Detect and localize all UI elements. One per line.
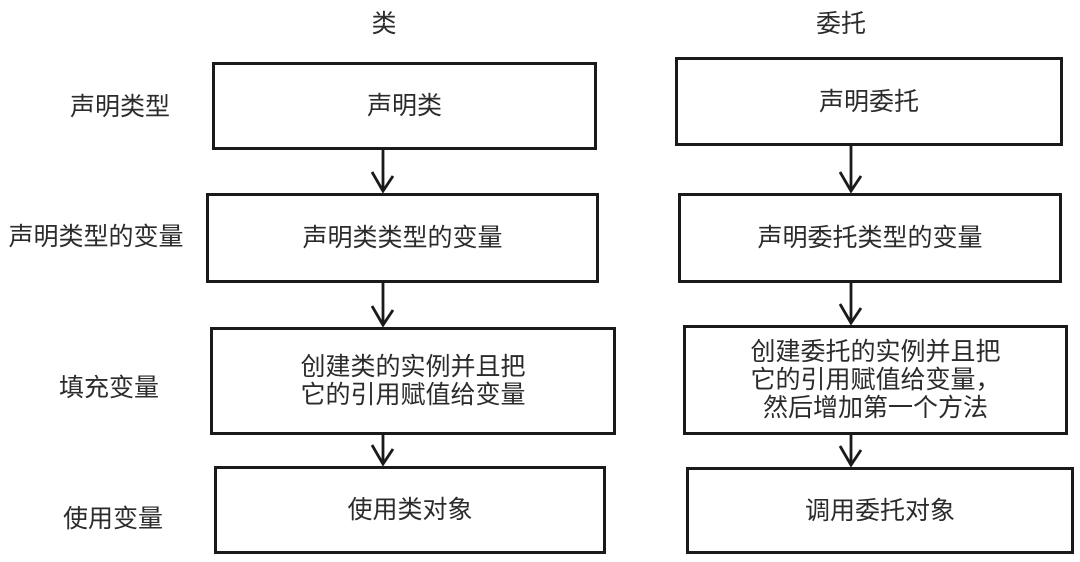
row-label-fill-variable: 填充变量	[58, 374, 160, 402]
box-declare-delegate-variable: 声明委托类型的变量	[678, 193, 1062, 283]
flow-arrow-down-icon	[370, 435, 395, 466]
box-invoke-delegate-object: 调用委托对象	[686, 467, 1074, 554]
flow-arrow-down-icon	[370, 283, 395, 327]
box-create-delegate-instance: 创建委托的实例并且把 它的引用赋值给变量， 然后增加第一个方法	[683, 325, 1068, 435]
row-label-use-variable: 使用变量	[62, 505, 164, 533]
row-label-declare-type-variable: 声明类型的变量	[8, 223, 184, 251]
flow-arrow-down-icon	[838, 146, 863, 193]
row-label-declare-type: 声明类型	[69, 93, 171, 121]
box-create-class-instance: 创建类的实例并且把 它的引用赋值给变量	[210, 327, 616, 435]
column-header-class: 类	[371, 10, 397, 38]
column-header-delegate: 委托	[815, 10, 867, 38]
flow-arrow-down-icon	[838, 283, 863, 325]
flow-arrow-down-icon	[370, 150, 395, 193]
box-declare-class-variable: 声明类类型的变量	[206, 193, 599, 283]
box-declare-delegate: 声明委托	[675, 57, 1063, 146]
box-use-class-object: 使用类对象	[214, 466, 606, 554]
flow-arrow-down-icon	[838, 435, 863, 467]
box-declare-class: 声明类	[212, 62, 597, 150]
